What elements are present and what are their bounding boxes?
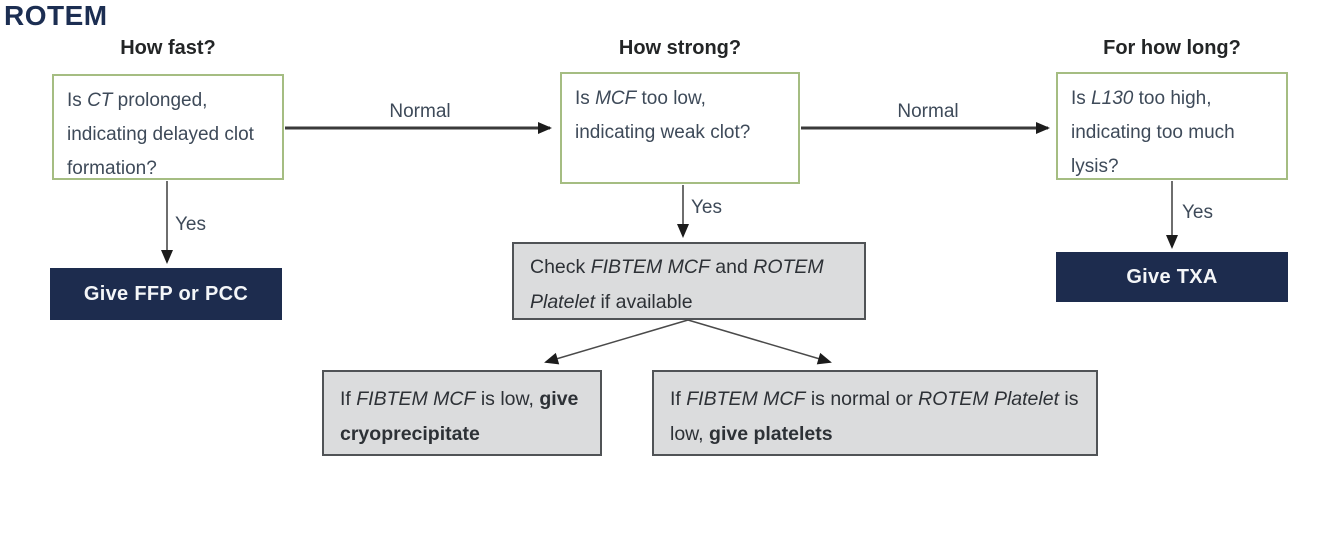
give-cryoprecipitate-box: If FIBTEM MCF is low, give cryoprecipita… (322, 370, 602, 456)
edge-label-yes-1: Yes (175, 214, 206, 235)
edge-label-normal-1: Normal (389, 101, 451, 122)
edge-label-normal-2: Normal (897, 101, 959, 122)
action-box-give-txa: Give TXA (1056, 252, 1288, 302)
question-box-ct: Is CT prolonged, indicating delayed clot… (52, 74, 284, 180)
question-box-mcf: Is MCF too low, indicating weak clot? (560, 72, 800, 184)
column-header-how-strong: How strong? (618, 37, 742, 59)
arrow-branch-right (687, 319, 832, 365)
check-fibtem-box: Check FIBTEM MCF and ROTEM Platelet if a… (512, 242, 866, 320)
edge-label-yes-2: Yes (691, 197, 722, 218)
arrow-branch-left (544, 319, 689, 365)
edge-label-yes-3: Yes (1182, 202, 1213, 223)
question-box-lysis: Is L130 too high, indicating too much ly… (1056, 72, 1288, 180)
column-header-how-fast: How fast? (120, 37, 216, 59)
page-title: ROTEM (4, 0, 108, 31)
give-platelets-box: If FIBTEM MCF is normal or ROTEM Platele… (652, 370, 1098, 456)
action-box-give-ffp-pcc: Give FFP or PCC (50, 268, 282, 320)
column-header-for-how-long: For how long? (1103, 37, 1241, 59)
